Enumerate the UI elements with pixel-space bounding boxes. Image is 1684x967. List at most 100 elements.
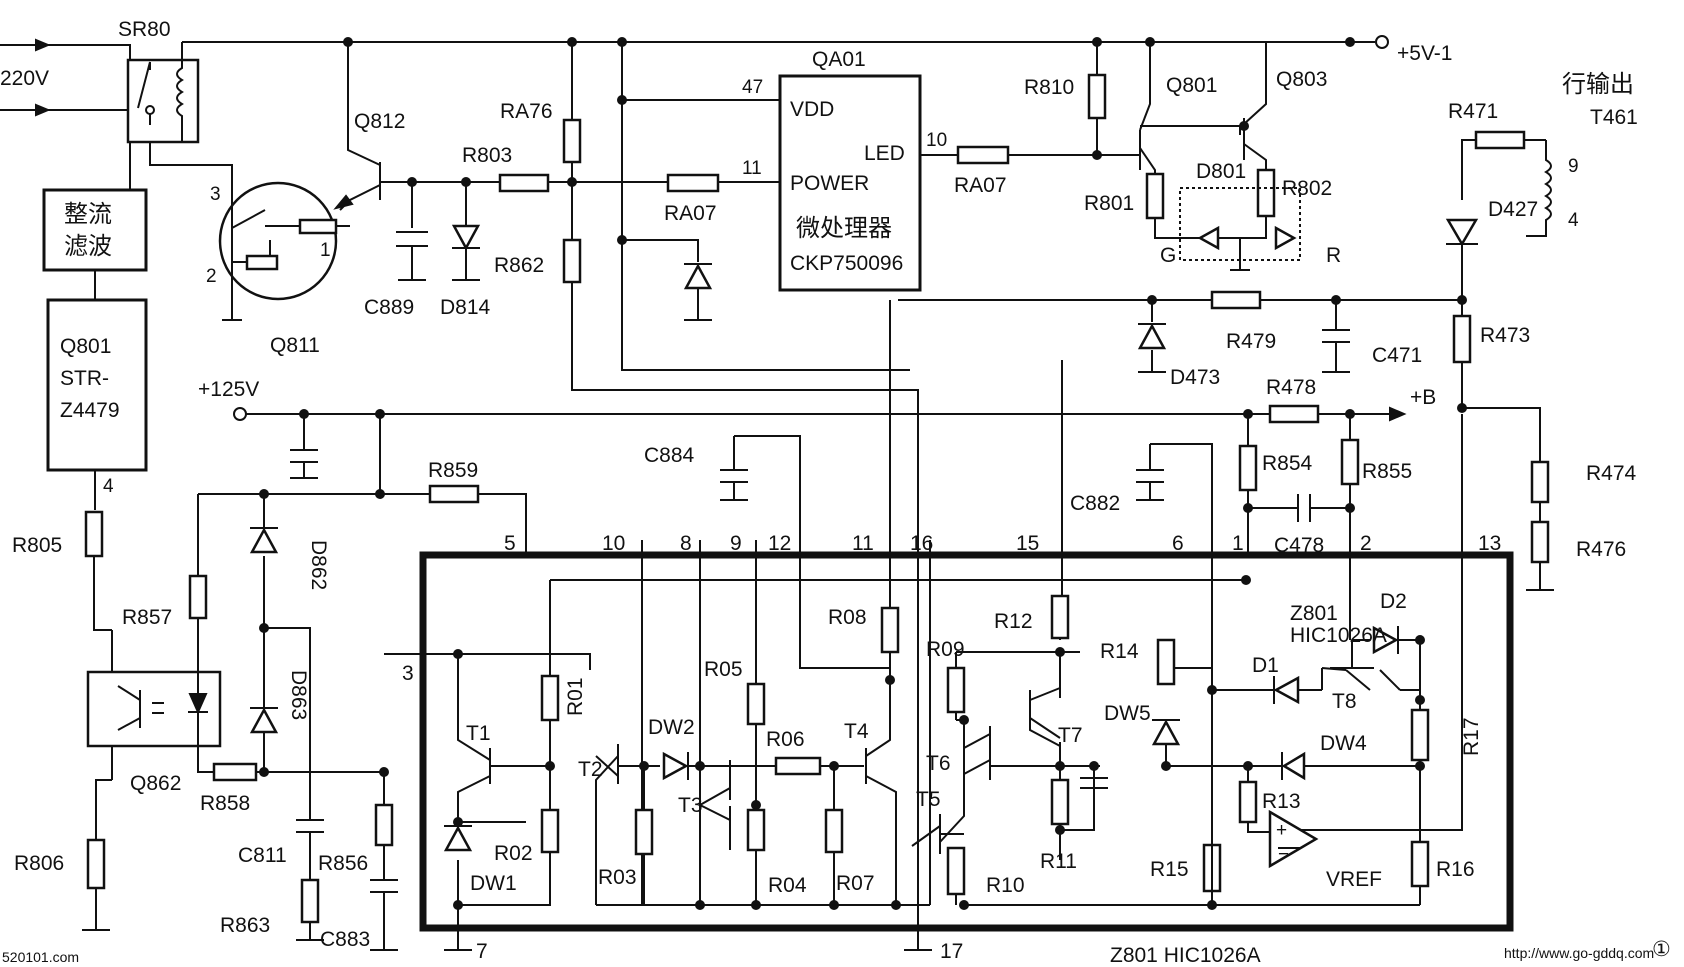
r856-symbol bbox=[374, 803, 394, 847]
flyback-title: 行输出 bbox=[1562, 71, 1634, 98]
r01-label: R01 bbox=[564, 677, 587, 716]
r473-symbol bbox=[1452, 314, 1472, 364]
r02-label: R02 bbox=[494, 842, 533, 865]
r478-symbol bbox=[1268, 404, 1320, 424]
hic-pin-8: 8 bbox=[680, 532, 692, 555]
ac-input-wires bbox=[0, 38, 131, 125]
q801t-label: Q801 bbox=[1166, 74, 1217, 97]
t1-label: T1 bbox=[466, 722, 491, 745]
regulator-block bbox=[46, 270, 148, 510]
r03-symbol bbox=[634, 808, 654, 856]
rail-125-label: +125V bbox=[198, 378, 259, 401]
r474-label: R474 bbox=[1586, 462, 1637, 485]
q811-pin2: 2 bbox=[206, 266, 217, 287]
r13-label: R13 bbox=[1262, 790, 1301, 813]
mcu-led: LED bbox=[864, 142, 905, 165]
c882-label: C882 bbox=[1070, 492, 1120, 515]
q811-transistor bbox=[218, 181, 350, 301]
c884-label: C884 bbox=[644, 444, 695, 467]
r471-symbol bbox=[1474, 130, 1526, 150]
r12-label: R12 bbox=[994, 610, 1033, 633]
mcu-block bbox=[778, 74, 922, 292]
mcu-pin-led: 10 bbox=[926, 130, 947, 151]
r858-symbol bbox=[212, 762, 258, 782]
flyback-pin9: 9 bbox=[1568, 156, 1579, 177]
t8-label: T8 bbox=[1332, 690, 1357, 713]
opamp-plus: + bbox=[1276, 820, 1287, 841]
hic-pin-13: 13 bbox=[1478, 532, 1501, 555]
ra07-symbol-b bbox=[956, 145, 1010, 165]
r810-symbol bbox=[1087, 73, 1107, 120]
r862-label: R862 bbox=[494, 254, 544, 277]
mcu-power: POWER bbox=[790, 172, 869, 195]
flyback-pin4: 4 bbox=[1568, 210, 1579, 231]
c811-label: C811 bbox=[238, 844, 287, 867]
t2-label: T2 bbox=[578, 758, 603, 781]
dw1-label: DW1 bbox=[470, 872, 517, 895]
hic-ref-label: Z801 bbox=[1290, 602, 1338, 625]
r855-label: R855 bbox=[1362, 460, 1412, 483]
opamp-minus: − bbox=[1278, 844, 1289, 865]
hic-pin-11: 11 bbox=[852, 532, 874, 555]
hic-pin-5: 5 bbox=[504, 532, 516, 555]
d473-label: D473 bbox=[1170, 366, 1220, 389]
r471-label: R471 bbox=[1448, 100, 1498, 123]
hic-pin-2: 2 bbox=[1360, 532, 1372, 555]
r802-label: R802 bbox=[1282, 177, 1332, 200]
r08-label: R08 bbox=[828, 606, 867, 629]
r476-label: R476 bbox=[1576, 538, 1626, 561]
dw2-label: DW2 bbox=[648, 716, 695, 739]
r476-symbol bbox=[1530, 520, 1550, 564]
relay-sr80 bbox=[126, 42, 233, 205]
hic-pin-6: 6 bbox=[1172, 532, 1184, 555]
r474-symbol bbox=[1530, 460, 1550, 504]
c882-c884 bbox=[720, 435, 1213, 669]
t5-label: T5 bbox=[916, 788, 941, 811]
r803-label: R803 bbox=[462, 144, 512, 167]
ra07-label-a: RA07 bbox=[664, 202, 717, 225]
q811-pin1: 1 bbox=[320, 240, 331, 261]
rail-5v-wires bbox=[182, 35, 1389, 49]
r06-label: R06 bbox=[766, 728, 805, 751]
r806-label: R806 bbox=[14, 852, 64, 875]
r805-wire bbox=[93, 556, 112, 631]
optocoupler-q862 bbox=[86, 630, 222, 780]
hic-pin-10: 10 bbox=[602, 532, 625, 555]
r855-symbol bbox=[1340, 438, 1360, 486]
c471-label: C471 bbox=[1372, 344, 1422, 367]
ra76-node bbox=[548, 42, 919, 930]
r16-label: R16 bbox=[1436, 858, 1475, 881]
r06-symbol bbox=[774, 756, 822, 776]
r11-label: R11 bbox=[1040, 850, 1077, 873]
ra76-symbol bbox=[562, 118, 582, 164]
flyback-winding bbox=[1524, 139, 1552, 237]
r806-wire bbox=[95, 779, 112, 930]
r854-label: R854 bbox=[1262, 452, 1313, 475]
r10-symbol bbox=[946, 846, 966, 896]
r479-symbol bbox=[1210, 290, 1262, 310]
hic-t1-section bbox=[443, 575, 1251, 950]
c478-label: C478 bbox=[1274, 534, 1324, 557]
vdd-wires bbox=[617, 42, 910, 371]
r07-symbol bbox=[824, 808, 844, 854]
r803-symbol bbox=[498, 173, 550, 193]
r04-symbol bbox=[746, 808, 766, 852]
rectifier-block bbox=[42, 142, 148, 272]
hic-footer: Z801 HIC1026A bbox=[1110, 944, 1261, 967]
regulator-part1: STR- bbox=[60, 367, 109, 390]
r863-symbol bbox=[300, 878, 320, 924]
r09-label: R09 bbox=[926, 638, 965, 661]
left-network bbox=[197, 489, 591, 950]
base-network bbox=[380, 177, 500, 280]
ra07-label-b: RA07 bbox=[954, 174, 1007, 197]
r810-branch bbox=[1092, 42, 1102, 160]
d1-label: D1 bbox=[1252, 654, 1279, 677]
regulator-ref: Q801 bbox=[60, 335, 111, 358]
r810-label: R810 bbox=[1024, 76, 1074, 99]
watermark-right: http://www.go-gddq.com bbox=[1504, 945, 1654, 961]
r03-label: R03 bbox=[598, 866, 637, 889]
dw4-label: DW4 bbox=[1320, 732, 1367, 755]
hic-pin-17: 17 bbox=[940, 940, 963, 963]
r854-r855-network bbox=[1243, 414, 1355, 555]
